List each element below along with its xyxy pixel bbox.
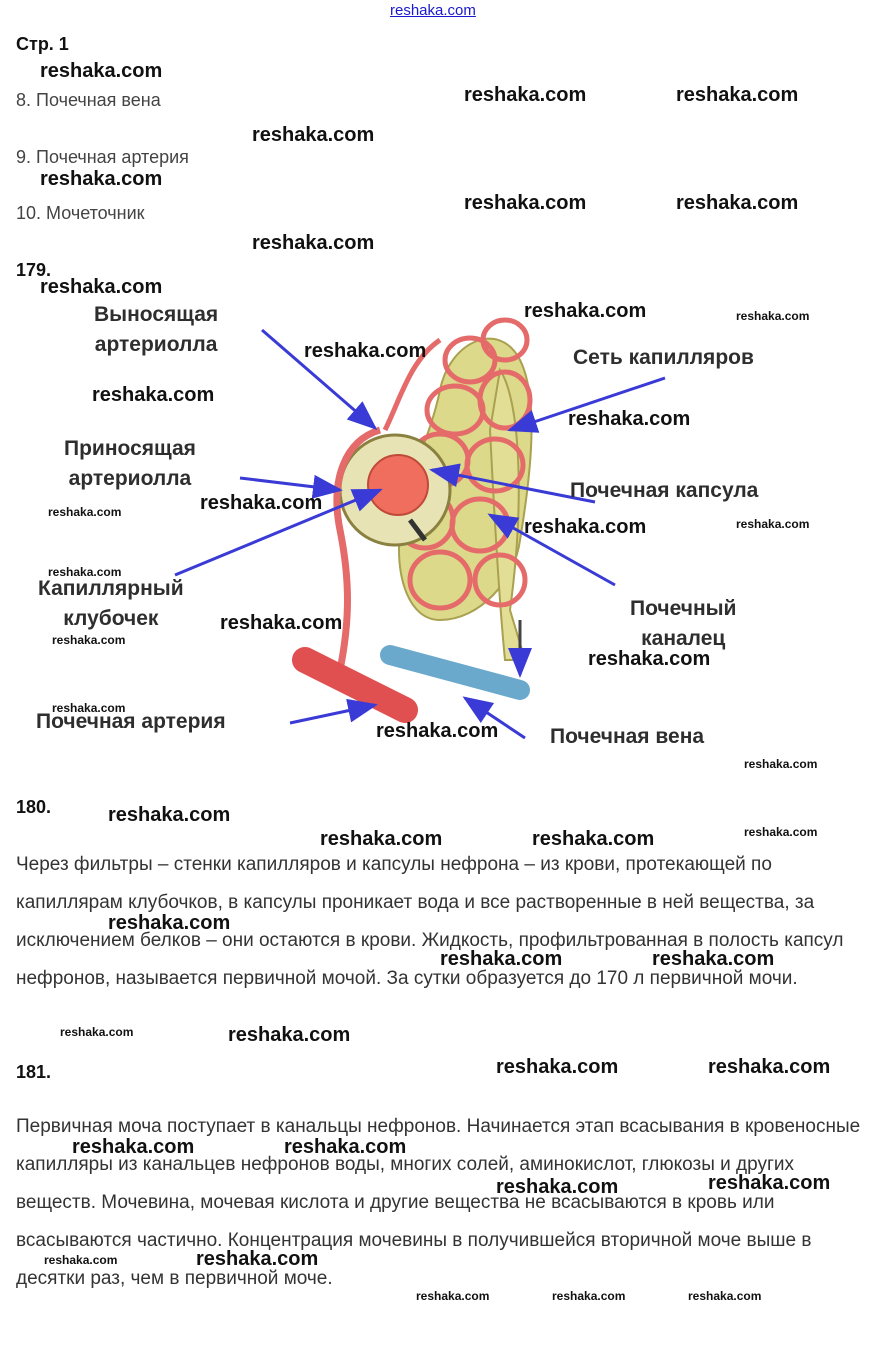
watermark: reshaka.com — [652, 948, 775, 970]
watermark: reshaka.com — [736, 517, 810, 531]
label-capillary-glomerulus: Капиллярный клубочек — [38, 577, 184, 630]
watermark: reshaka.com — [252, 124, 375, 146]
watermark: reshaka.com — [588, 648, 711, 670]
watermark: reshaka.com — [48, 505, 122, 519]
watermark: reshaka.com — [92, 384, 215, 406]
site-header-link[interactable]: reshaka.com — [390, 2, 476, 19]
watermark: reshaka.com — [676, 192, 799, 214]
watermark: reshaka.com — [320, 828, 443, 850]
watermark: reshaka.com — [40, 168, 163, 190]
watermark: reshaka.com — [196, 1248, 319, 1270]
watermark: reshaka.com — [532, 828, 655, 850]
watermark: reshaka.com — [376, 720, 499, 742]
label-afferent-arteriole: Приносящая артериолла — [64, 437, 196, 490]
watermark: reshaka.com — [200, 492, 323, 514]
label-renal-tubule: Почечный каналец — [630, 597, 737, 650]
watermark: reshaka.com — [736, 309, 810, 323]
watermark: reshaka.com — [524, 516, 647, 538]
label-efferent-arteriole: Выносящая артериолла — [94, 303, 219, 356]
watermark: reshaka.com — [72, 1136, 195, 1158]
watermark: reshaka.com — [40, 60, 163, 82]
watermark: reshaka.com — [524, 300, 647, 322]
watermark: reshaka.com — [440, 948, 563, 970]
watermark: reshaka.com — [52, 633, 126, 647]
watermark: reshaka.com — [688, 1289, 762, 1303]
watermark: reshaka.com — [284, 1136, 407, 1158]
watermark: reshaka.com — [44, 1253, 118, 1267]
paragraph-180: Через фильтры – стенки капилляров и капс… — [16, 854, 844, 989]
watermark: reshaka.com — [228, 1024, 351, 1046]
renal-capsule-shape — [338, 433, 452, 547]
watermark: reshaka.com — [708, 1056, 831, 1078]
label-renal-vein: Почечная вена — [550, 725, 705, 748]
paragraph-181: Первичная моча поступает в канальцы нефр… — [16, 1116, 861, 1289]
watermark: reshaka.com — [496, 1176, 619, 1198]
watermark: reshaka.com — [708, 1172, 831, 1194]
watermark: reshaka.com — [52, 701, 126, 715]
nephron-diagram — [174, 317, 666, 740]
watermark: reshaka.com — [464, 84, 587, 106]
label-renal-artery: Почечная артерия — [36, 710, 226, 733]
watermark: reshaka.com — [744, 825, 818, 839]
label-renal-capsule: Почечная капсула — [570, 479, 759, 502]
watermark: reshaka.com — [48, 565, 122, 579]
watermark: reshaka.com — [416, 1289, 490, 1303]
watermark: reshaka.com — [744, 757, 818, 771]
list-item: 9. Почечная артерия — [16, 147, 189, 167]
watermark: reshaka.com — [60, 1025, 134, 1039]
renal-vein-shape — [380, 645, 530, 700]
watermark: reshaka.com — [252, 232, 375, 254]
section-number-181: 181. — [16, 1062, 52, 1082]
watermark: reshaka.com — [676, 84, 799, 106]
list-item: 10. Мочеточник — [16, 203, 145, 223]
page-title: Стр. 1 — [16, 34, 69, 54]
watermark: reshaka.com — [40, 276, 163, 298]
watermark: reshaka.com — [464, 192, 587, 214]
label-capillary-network: Сеть капилляров — [573, 346, 754, 369]
watermark: reshaka.com — [220, 612, 343, 634]
watermark: reshaka.com — [304, 340, 427, 362]
section-number-180: 180. — [16, 797, 52, 817]
watermark: reshaka.com — [496, 1056, 619, 1078]
pointer-arrows — [174, 328, 666, 740]
renal-artery-shape — [292, 647, 418, 723]
afferent-vessel-shape — [333, 426, 382, 671]
watermark: reshaka.com — [108, 804, 231, 826]
watermark: reshaka.com — [108, 912, 231, 934]
list-item: 8. Почечная вена — [16, 90, 161, 110]
section-number-179: 179. — [16, 260, 52, 280]
watermark: reshaka.com — [568, 408, 691, 430]
watermark: reshaka.com — [552, 1289, 626, 1303]
